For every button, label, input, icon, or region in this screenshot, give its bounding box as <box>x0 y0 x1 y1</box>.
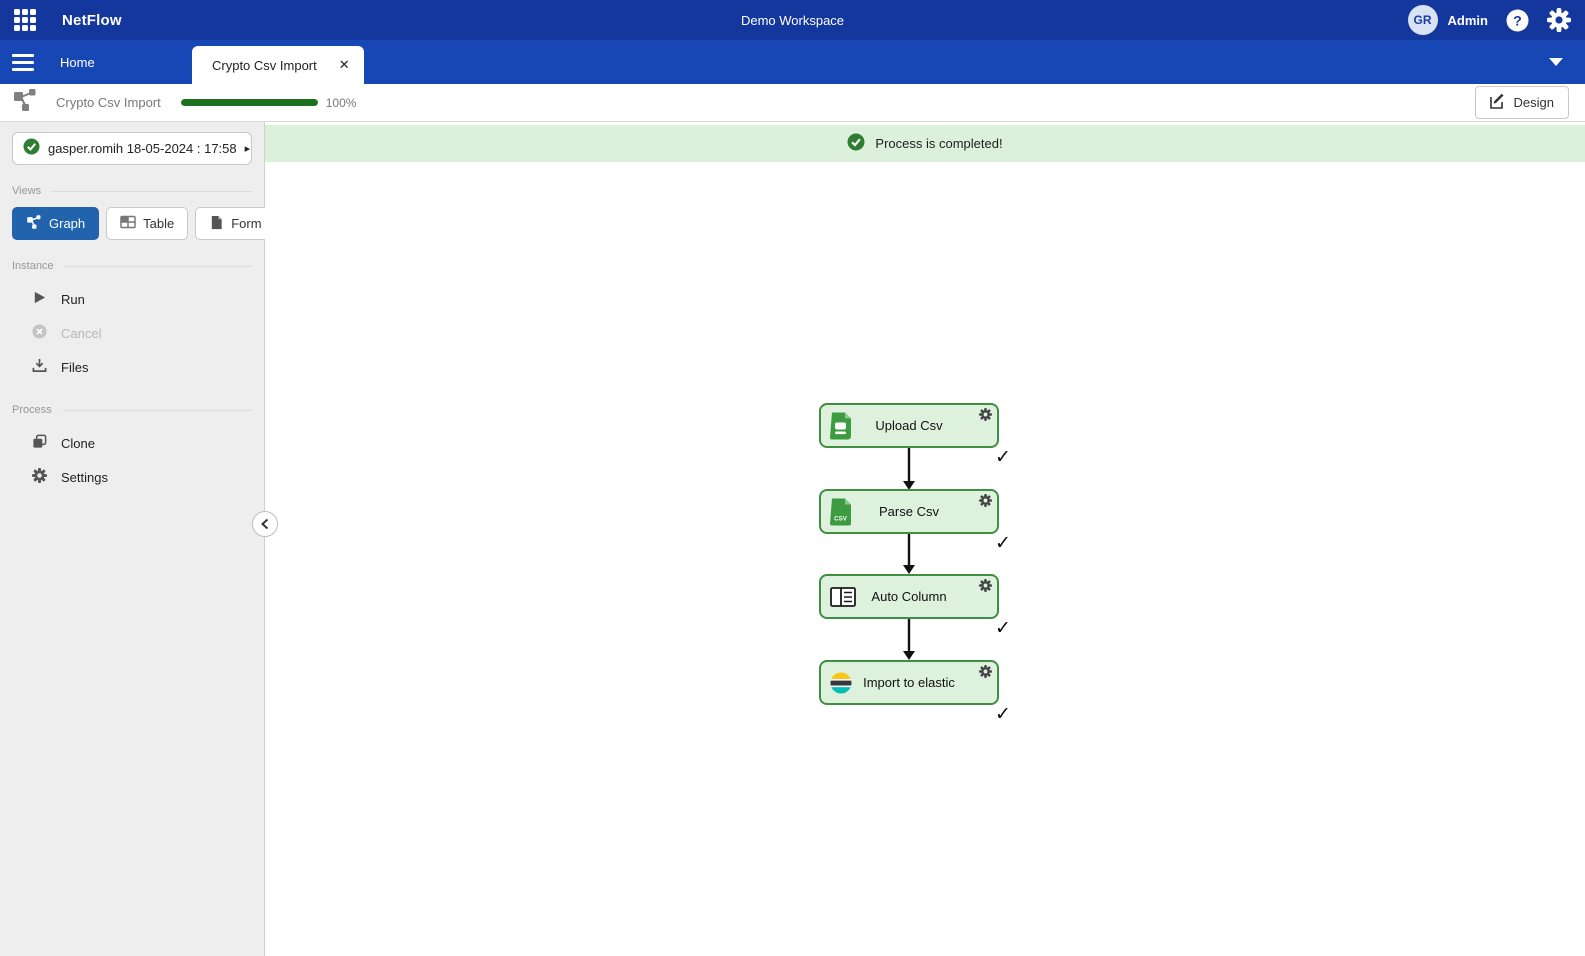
tab-bar: Home Crypto Csv Import ✕ <box>0 40 1585 84</box>
cancel-label: Cancel <box>61 325 102 341</box>
view-button-graph[interactable]: Graph <box>12 207 100 240</box>
check-circle-icon <box>23 138 40 160</box>
node-label: Import to elastic <box>863 675 955 690</box>
graph-icon <box>26 214 42 233</box>
tab-label: Crypto Csv Import <box>212 57 317 73</box>
views-section-label: Views <box>12 185 42 197</box>
progress-percent: 100% <box>325 95 357 110</box>
views-section-header: Views <box>12 185 252 197</box>
user-avatar[interactable]: GR <box>1407 5 1438 35</box>
view-button-graph-label: Graph <box>49 216 86 231</box>
form-file-icon <box>209 215 224 233</box>
cancel-circle-icon <box>32 324 47 342</box>
status-banner-text: Process is completed! <box>875 136 1003 151</box>
workflow-icon <box>12 87 38 118</box>
view-button-table[interactable]: Table <box>106 207 189 240</box>
auto-column-icon <box>830 586 856 607</box>
process-section-label: Process <box>12 404 52 416</box>
edge-arrow <box>903 619 915 660</box>
design-button-label: Design <box>1513 95 1554 110</box>
node-label: Upload Csv <box>875 418 943 433</box>
play-icon <box>32 290 47 308</box>
tab-crypto-csv-import[interactable]: Crypto Csv Import ✕ <box>192 46 364 84</box>
check-circle-icon <box>847 133 865 154</box>
svg-text:CSV: CSV <box>834 515 848 522</box>
chevron-down-icon[interactable] <box>1549 58 1563 66</box>
top-app-bar: NetFlow Demo Workspace GR Admin ? <box>0 0 1585 40</box>
node-parse-csv[interactable]: CSV Parse Csv <box>819 489 999 534</box>
node-auto-column[interactable]: Auto Column <box>819 574 999 619</box>
view-button-table-label: Table <box>143 216 175 231</box>
help-icon[interactable]: ? <box>1506 9 1529 32</box>
run-record-selector[interactable]: gasper.romih 18-05-2024 : 17:58 ▸ <box>12 132 252 165</box>
view-button-form[interactable]: Form <box>195 207 276 240</box>
workflow-canvas[interactable]: Process is completed! Upload Csv ✓ CSV P… <box>265 122 1585 956</box>
progress-fill <box>180 99 318 106</box>
clone-label: Clone <box>61 435 95 451</box>
sidebar-collapse-button[interactable] <box>252 511 278 537</box>
node-gear-icon[interactable] <box>979 665 992 678</box>
settings-gear-icon[interactable] <box>1547 8 1571 32</box>
apps-grid-icon[interactable] <box>14 9 36 31</box>
copy-icon <box>32 434 47 452</box>
process-toolbar: Crypto Csv Import 100% Design <box>0 84 1585 122</box>
cancel-button: Cancel <box>12 316 252 350</box>
node-upload-csv[interactable]: Upload Csv <box>819 403 999 448</box>
workspace-title: Demo Workspace <box>740 12 845 28</box>
design-button[interactable]: Design <box>1474 86 1569 119</box>
status-banner: Process is completed! <box>265 125 1585 162</box>
node-gear-icon[interactable] <box>979 494 992 507</box>
sidebar: gasper.romih 18-05-2024 : 17:58 ▸ Views … <box>0 122 276 956</box>
node-completed-check-icon: ✓ <box>995 703 1011 725</box>
instance-section-label: Instance <box>12 260 54 272</box>
node-import-to-elastic[interactable]: Import to elastic <box>819 660 999 705</box>
menu-icon[interactable] <box>0 40 46 84</box>
node-completed-check-icon: ✓ <box>995 617 1011 639</box>
settings-button[interactable]: Settings <box>12 460 252 494</box>
files-button[interactable]: Files <box>12 350 252 384</box>
user-name: Admin <box>1447 12 1488 28</box>
process-name: Crypto Csv Import <box>56 95 161 110</box>
run-button[interactable]: Run <box>12 282 252 316</box>
svg-text:?: ? <box>1513 12 1522 28</box>
gear-icon <box>32 468 47 486</box>
tab-home[interactable]: Home <box>60 54 95 70</box>
instance-section-header: Instance <box>12 260 252 272</box>
node-label: Parse Csv <box>879 504 939 519</box>
csv-doc-icon <box>830 412 851 439</box>
edge-arrow <box>903 448 915 490</box>
download-icon <box>32 358 47 376</box>
node-completed-check-icon: ✓ <box>995 532 1011 554</box>
close-icon[interactable]: ✕ <box>338 57 350 73</box>
node-gear-icon[interactable] <box>979 408 992 421</box>
node-label: Auto Column <box>871 589 947 604</box>
node-gear-icon[interactable] <box>979 579 992 592</box>
elasticsearch-icon <box>830 672 852 694</box>
node-completed-check-icon: ✓ <box>995 446 1011 468</box>
app-title: NetFlow <box>62 11 122 29</box>
progress-bar <box>180 99 318 106</box>
files-label: Files <box>61 359 89 375</box>
csv-file-icon: CSV <box>830 498 851 525</box>
clone-button[interactable]: Clone <box>12 426 252 460</box>
caret-right-icon[interactable]: ▸ <box>244 142 251 155</box>
process-section-header: Process <box>12 404 252 416</box>
table-icon <box>120 214 136 233</box>
edit-pencil-icon <box>1489 93 1506 112</box>
view-button-form-label: Form <box>231 216 262 231</box>
run-record-label: gasper.romih 18-05-2024 : 17:58 <box>48 141 237 156</box>
edge-arrow <box>903 534 915 574</box>
settings-label: Settings <box>61 469 108 485</box>
run-label: Run <box>61 291 85 307</box>
